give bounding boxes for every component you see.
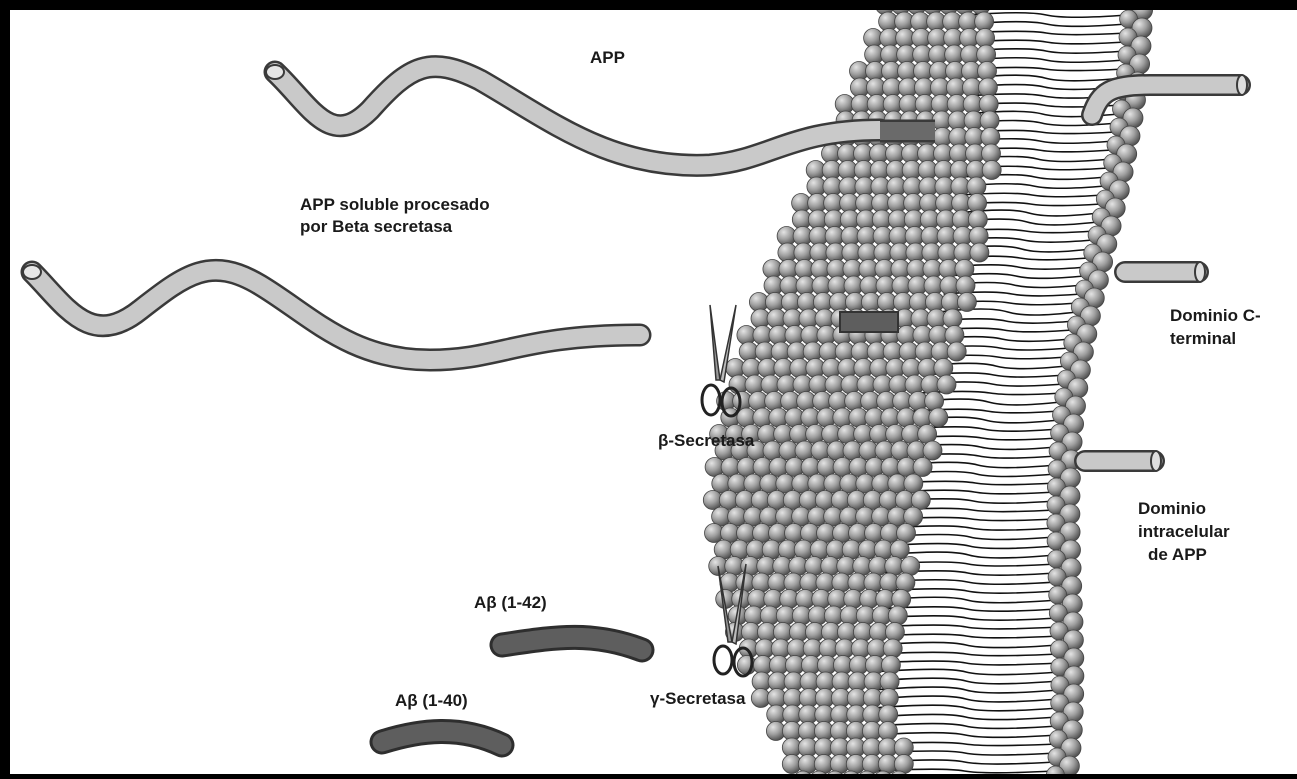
app-processing-illustration [10,10,1297,774]
c-terminal-label-line1: Dominio C- [1170,305,1261,326]
c-terminal-tube [1125,262,1205,282]
c-terminal-label-line2: terminal [1170,328,1236,349]
app-label: APP [590,47,625,68]
abeta-42-fragment [502,637,642,650]
abeta-40-label: Aβ (1-40) [395,690,468,711]
abeta-40-fragment [382,731,502,745]
soluble-app-label-line2: por Beta secretasa [300,216,452,237]
soluble-app-label-line1: APP soluble procesado [300,194,490,215]
membrane-abeta-fragment [840,312,898,332]
gamma-secretase-label: γ-Secretasa [650,688,745,709]
beta-secretase-label: β-Secretasa [658,430,754,451]
intracellular-tube [1085,451,1161,471]
abeta-42-label: Aβ (1-42) [474,592,547,613]
intracellular-label-line2: intracelular [1138,521,1230,542]
intracellular-label-line3: de APP [1148,544,1207,565]
intracellular-label-line1: Dominio [1138,498,1206,519]
diagram-canvas: APP APP soluble procesado por Beta secre… [10,10,1297,774]
soluble-app-protein [23,265,640,360]
